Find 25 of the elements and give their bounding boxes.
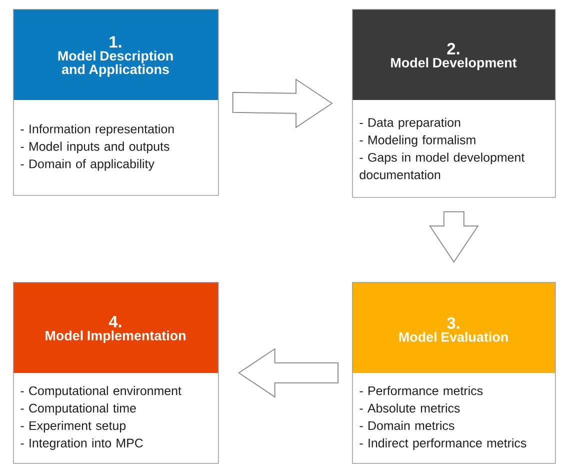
stage-title: Model Evaluation: [399, 332, 508, 342]
bullet-item: - Absolute metrics: [360, 403, 460, 413]
bullet-item: - Indirect performance metrics: [360, 438, 526, 450]
stage-title: Model Implementation: [46, 330, 186, 344]
block-arrow: [238, 348, 338, 398]
bullet-item: - Information representation: [20, 124, 174, 136]
stage-number: 1.: [110, 36, 122, 48]
stage-number: 4.: [108, 316, 122, 328]
bullet-item: - Domain of applicability: [20, 159, 154, 171]
stage-number: 3.: [447, 317, 460, 329]
bullet-item: - Gaps in model development documentation: [360, 152, 525, 180]
block-arrow: [232, 78, 333, 128]
block-arrow: [428, 211, 479, 263]
stage-number: 2.: [447, 42, 460, 54]
bullet-item: - Domain metrics: [360, 420, 454, 430]
bullet-item: - Computational time: [20, 403, 136, 416]
bullet-item: - Data preparation: [360, 118, 460, 130]
stage-title: Model Development: [391, 58, 517, 70]
bullet-item: - Performance metrics: [360, 386, 483, 396]
bullet-item: - Experiment setup: [20, 420, 126, 432]
bullet-item: - Model inputs and outputs: [20, 142, 170, 154]
bullet-item: - Modeling formalism: [360, 135, 476, 147]
bullet-item: - Computational environment: [20, 386, 182, 398]
stage-title: Model Description and Applications: [58, 50, 173, 77]
bullet-item: - Integration into MPC: [20, 438, 143, 450]
